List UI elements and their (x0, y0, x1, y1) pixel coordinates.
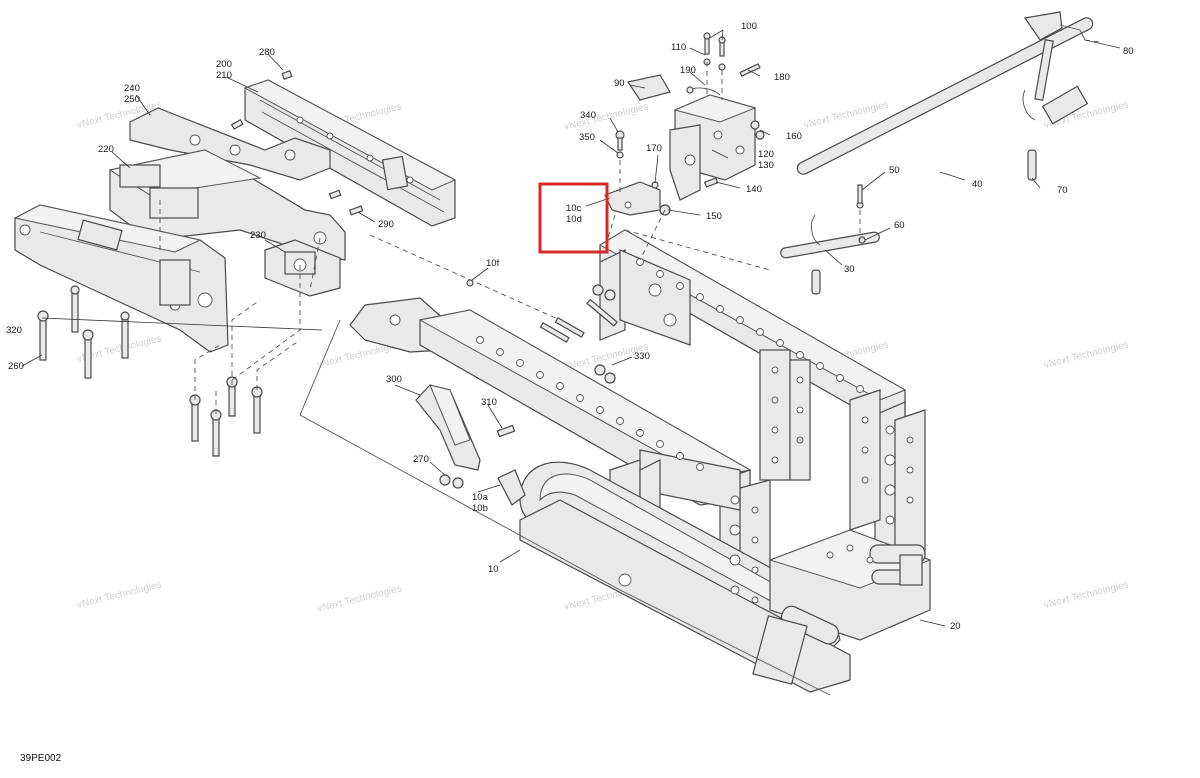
callout-70: 70 (1057, 185, 1068, 196)
callout-320: 320 (6, 325, 22, 336)
left-frame-rail (13, 204, 229, 353)
nut (452, 477, 464, 489)
callout-30: 30 (844, 264, 855, 275)
side-plate (129, 107, 331, 181)
callout-250: 250 (124, 94, 140, 105)
callout-240: 240 (124, 83, 140, 94)
callout-270: 270 (413, 454, 429, 465)
callout-210: 210 (216, 70, 232, 81)
lower-bracket (264, 239, 341, 297)
shaft-dashes (859, 39, 1101, 240)
callout-260: 260 (8, 361, 24, 372)
diagram-code: 39PE002 (20, 753, 62, 764)
upper-rear-bracket (243, 79, 457, 227)
callout-20: 20 (950, 621, 961, 632)
callout-190: 190 (680, 65, 696, 76)
callout-10b: 10b (472, 503, 488, 514)
callout-80: 80 (1123, 46, 1134, 57)
callout-310: 310 (481, 397, 497, 408)
callout-10d: 10d (566, 214, 582, 225)
callout-110: 110 (671, 42, 686, 53)
main-frame (349, 229, 932, 693)
callout-290: 290 (378, 219, 394, 230)
assembly-boundary (619, 589, 831, 696)
callout-100: 100 (741, 21, 757, 32)
callout-40: 40 (972, 179, 983, 190)
callout-350: 350 (579, 132, 595, 143)
watermark: vNext Technologies (1043, 339, 1130, 371)
watermark: vNext Technologies (1043, 579, 1130, 611)
callout-120: 120 (758, 149, 774, 160)
nut (439, 474, 451, 486)
callout-leaders (21, 29, 1121, 627)
callout-50: 50 (889, 165, 900, 176)
callout-200: 200 (216, 59, 232, 70)
hitch-bracket-assembly (604, 32, 765, 216)
callout-140: 140 (746, 184, 762, 195)
callout-10f: 10f (486, 258, 500, 269)
watermark: vNext Technologies (316, 583, 403, 615)
callout-130: 130 (758, 160, 774, 171)
left-assembly-lines (159, 200, 561, 414)
watermark: vNext Technologies (563, 101, 650, 133)
assembly-boundary (299, 319, 621, 591)
callout-10c: 10c (566, 203, 582, 214)
callout-10a: 10a (472, 492, 489, 503)
left-mount-bracket (108, 149, 346, 261)
callout-170: 170 (646, 143, 662, 154)
highlight-box (538, 182, 609, 254)
callout-10: 10 (488, 564, 499, 575)
pedal-shaft-assembly (780, 11, 1094, 295)
callout-90: 90 (614, 78, 625, 89)
callout-150: 150 (706, 211, 722, 222)
callout-230: 230 (250, 230, 266, 241)
callout-220: 220 (98, 144, 114, 155)
callout-340: 340 (580, 110, 596, 121)
callout-330: 330 (634, 351, 650, 362)
callout-160: 160 (786, 131, 802, 142)
callout-labels: 100 110 190 180 90 340 160 350 170 120 1… (6, 21, 1134, 632)
callout-280: 280 (259, 47, 275, 58)
watermark: vNext Technologies (76, 579, 163, 611)
rail-holes (476, 258, 914, 604)
skid-plate (415, 384, 481, 471)
clip-bracket (497, 469, 526, 506)
callout-300: 300 (386, 374, 402, 385)
callout-60: 60 (894, 220, 905, 231)
callout-180: 180 (774, 72, 790, 83)
